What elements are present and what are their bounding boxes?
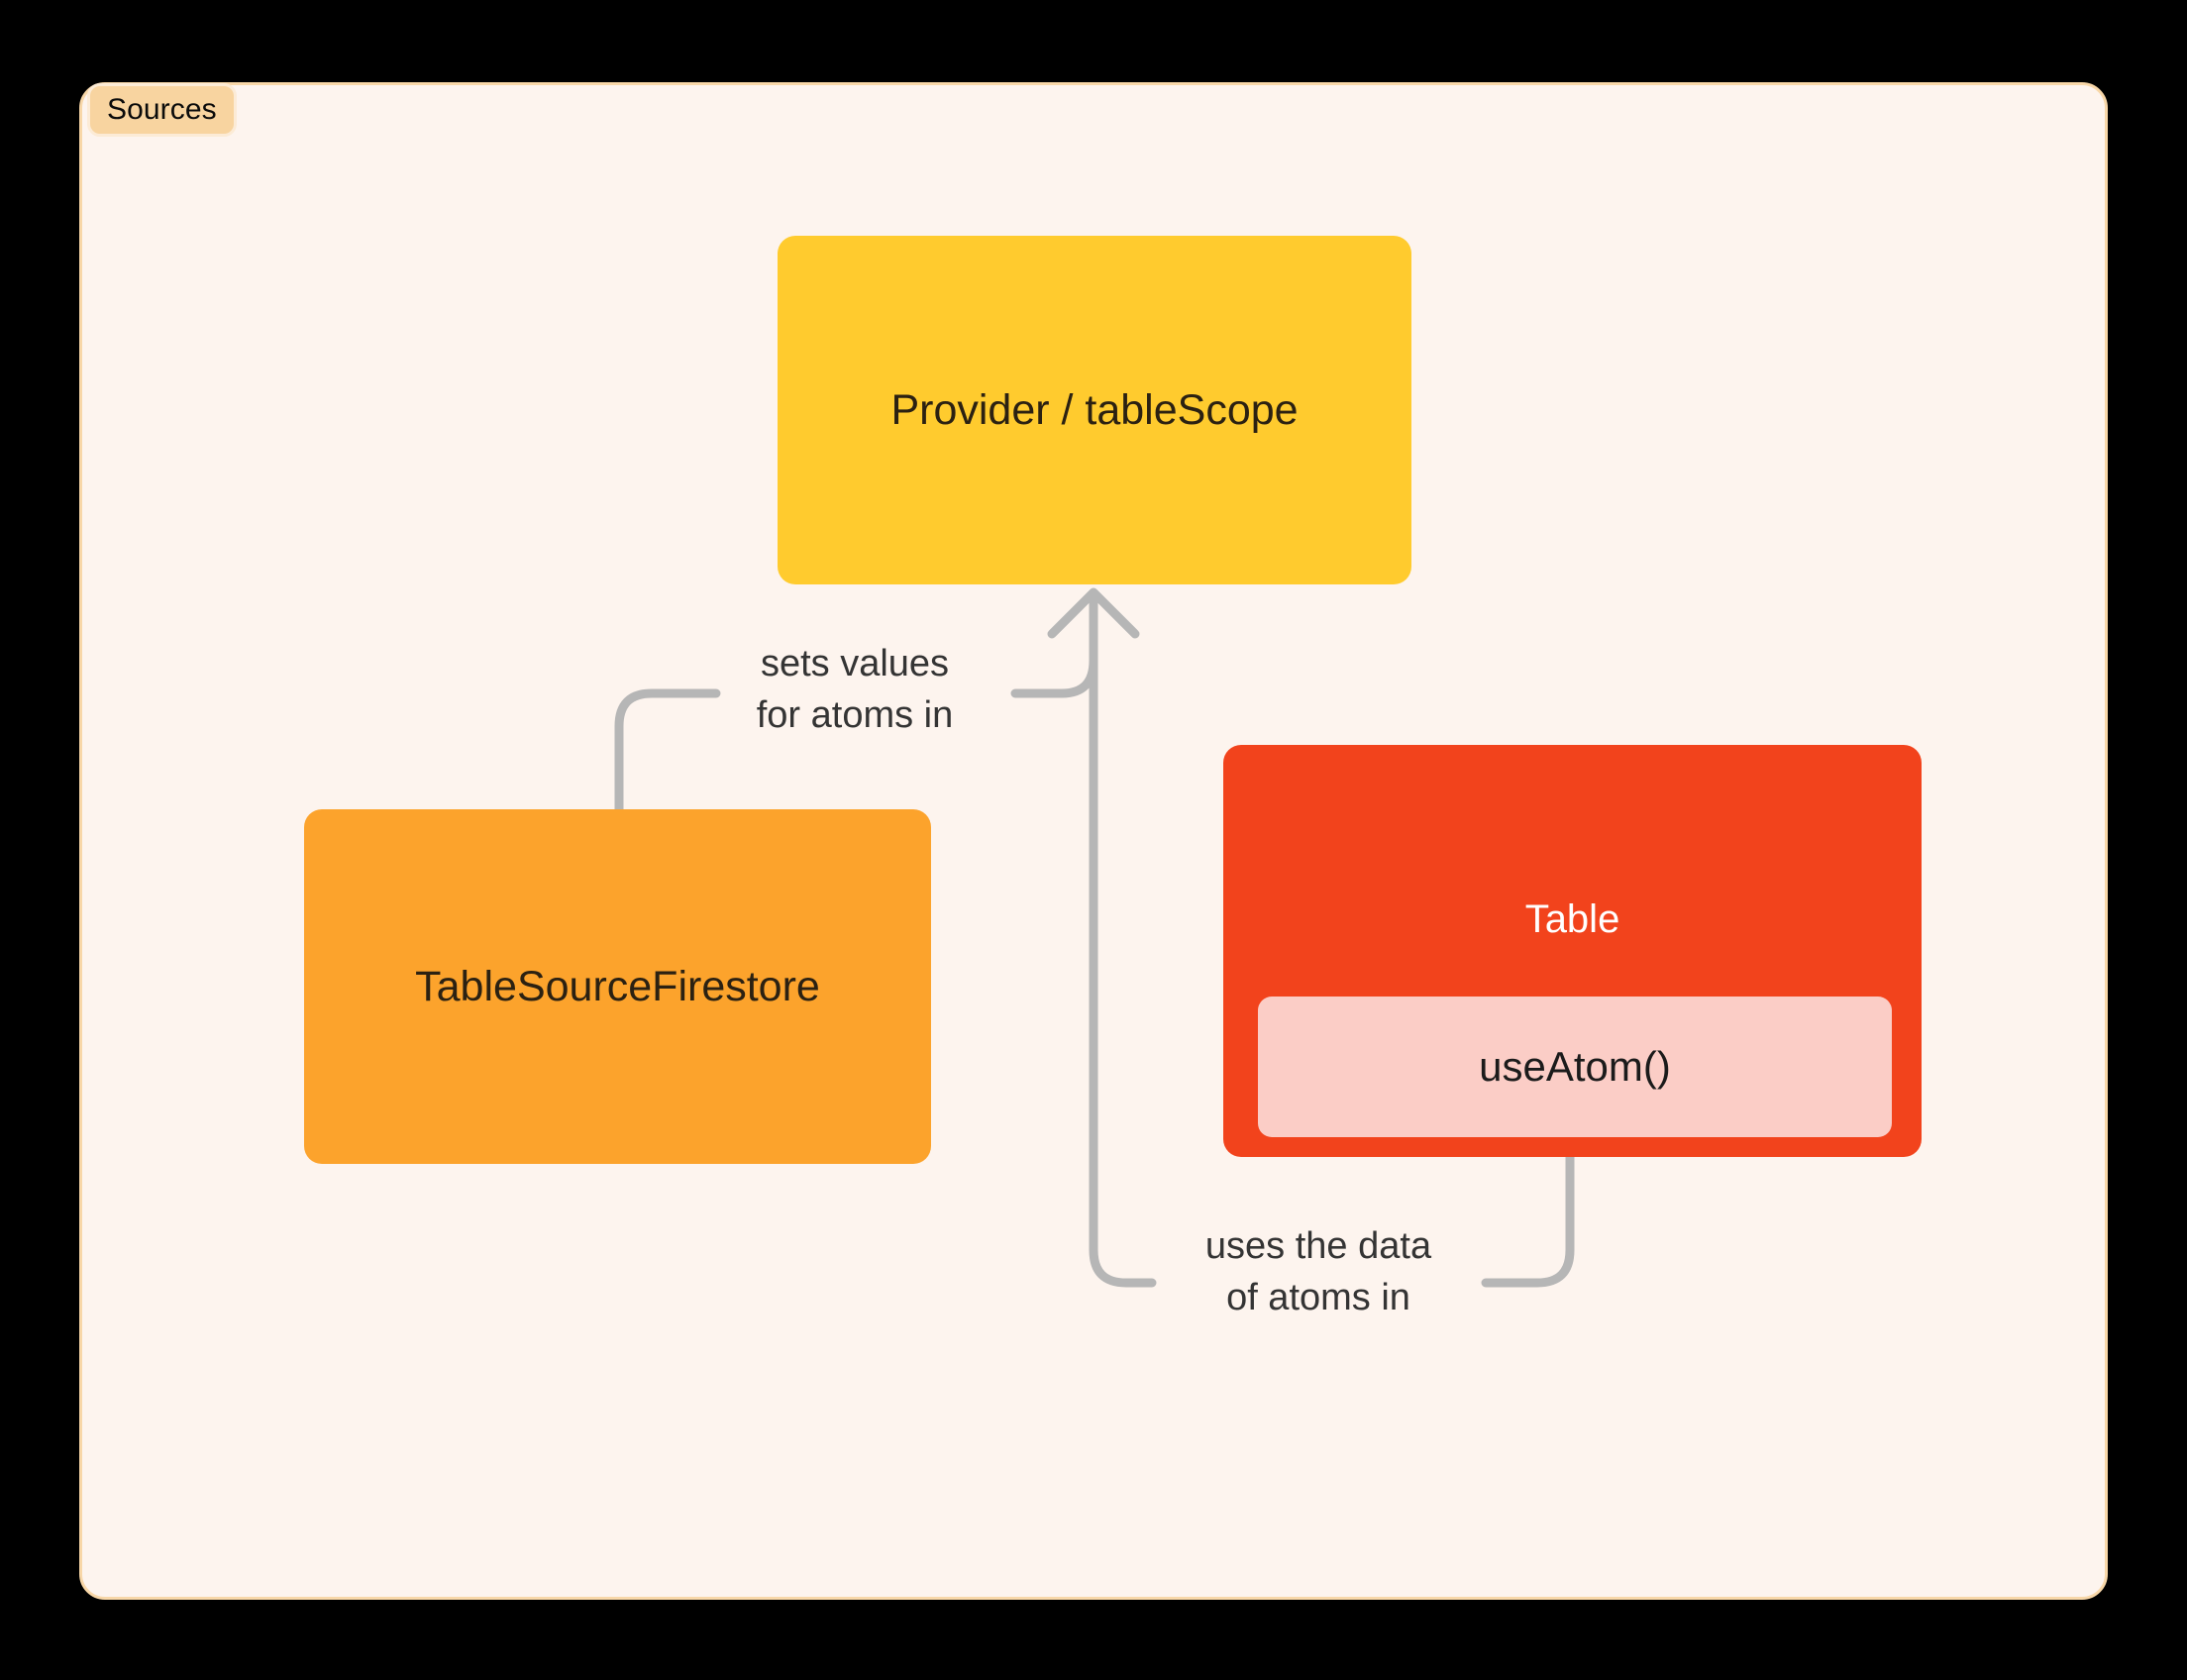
edge-label-uses-data-line1: uses the data (1204, 1225, 1432, 1267)
sources-badge: Sources (87, 83, 237, 137)
edge-label-uses-data: uses the data of atoms in (1164, 1220, 1473, 1323)
node-provider-label: Provider / tableScope (890, 385, 1299, 434)
node-tablesourcefirestore-label: TableSourceFirestore (415, 962, 820, 1010)
node-tablesourcefirestore[interactable]: TableSourceFirestore (304, 809, 931, 1164)
edge-label-uses-data-line2: of atoms in (1226, 1277, 1410, 1319)
node-provider[interactable]: Provider / tableScope (778, 236, 1411, 584)
edge-label-sets-values: sets values for atoms in (721, 638, 989, 741)
node-useatom-label: useAtom() (1479, 1043, 1671, 1090)
edge-label-sets-values-line2: for atoms in (756, 694, 954, 737)
sources-badge-label: Sources (107, 93, 217, 126)
node-table-label: Table (1524, 897, 1620, 941)
node-useatom[interactable]: useAtom() (1258, 997, 1892, 1137)
edge-label-sets-values-line1: sets values (760, 643, 950, 684)
